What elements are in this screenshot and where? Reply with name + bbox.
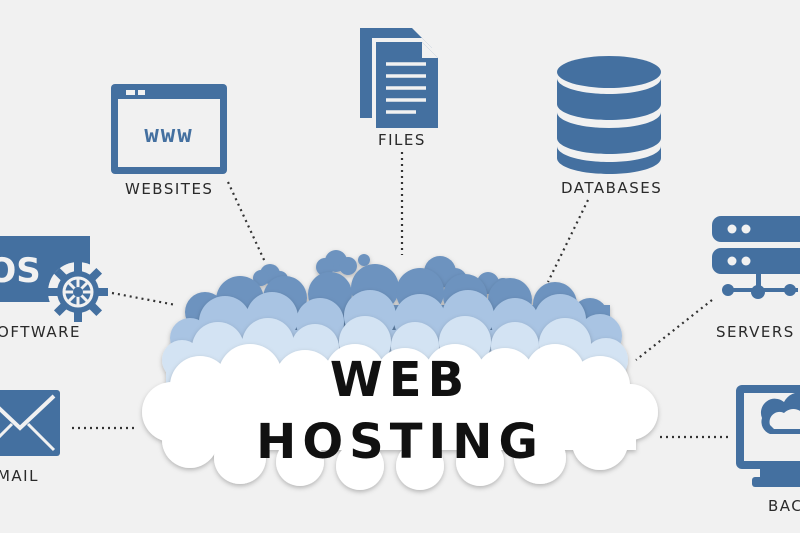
connector-databases [547, 199, 589, 283]
document-stack-icon [360, 28, 442, 132]
connectors [72, 152, 732, 439]
connector-websites [227, 181, 266, 263]
os-gear-icon: OS [0, 236, 108, 322]
os-text: OS [0, 251, 41, 291]
label-files: FILES [378, 131, 426, 149]
label-websites: WEBSITES [125, 180, 214, 198]
www-text: www [144, 120, 193, 148]
browser-window-icon: www [111, 84, 227, 174]
label-databases: DATABASES [561, 179, 663, 197]
label-backup: BACKUP [768, 497, 800, 515]
connector-servers [635, 299, 713, 361]
label-email: EMAIL [0, 467, 39, 485]
database-cylinder-icon [557, 56, 661, 174]
connector-software [111, 291, 177, 307]
server-rack-icon [712, 216, 800, 299]
title-line-1: WEB [330, 352, 470, 408]
cloud-group [142, 250, 658, 490]
title-line-2: HOSTING [256, 414, 544, 470]
envelope-icon [0, 390, 60, 456]
cloud-monitor-icon [736, 385, 800, 487]
label-servers: SERVERS [716, 323, 795, 341]
